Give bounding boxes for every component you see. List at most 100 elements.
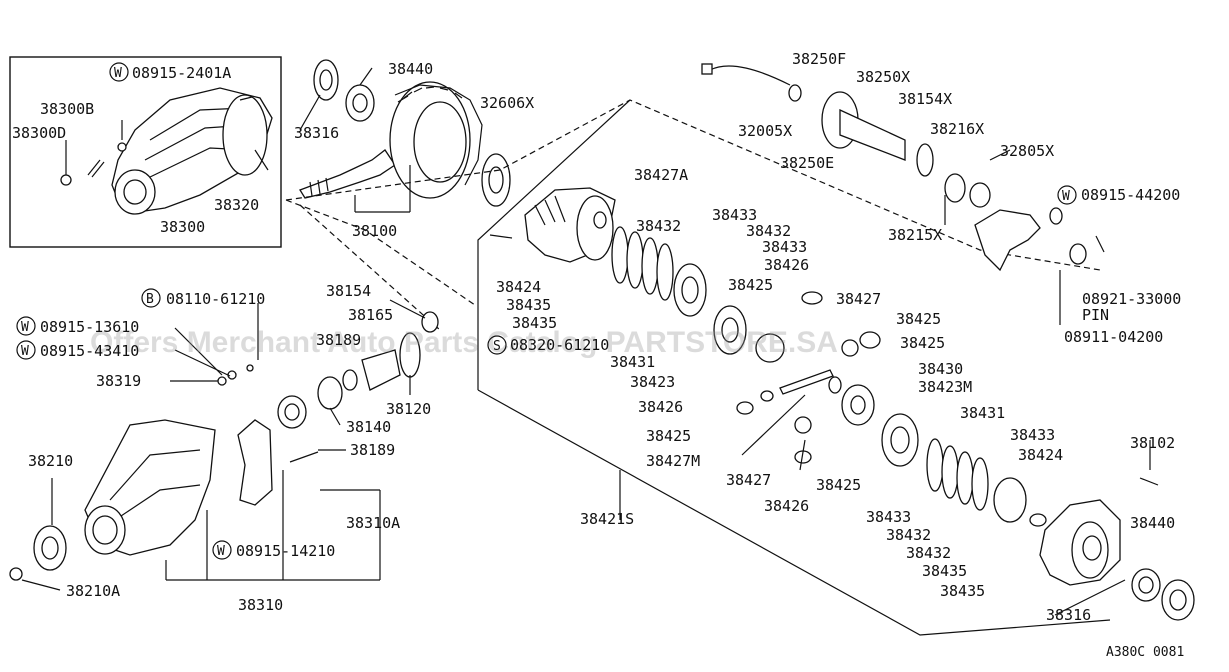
label-38430: 38430	[918, 360, 963, 378]
label-38310A: 38310A	[346, 514, 400, 532]
label-38433-c: 38433	[1010, 426, 1055, 444]
label-38435-c: 38435	[922, 562, 967, 580]
label-38433-a: 38433	[712, 206, 757, 224]
label-38300D: 38300D	[12, 124, 66, 142]
side-flange-drawing	[701, 63, 1105, 272]
label-32606X: 32606X	[480, 94, 534, 112]
label-38216X: 38216X	[930, 120, 984, 138]
label-38427-b: 38427	[726, 471, 771, 489]
left-parts-drawing	[9, 311, 439, 581]
label-38432-d: 38432	[906, 544, 951, 562]
label-38440: 38440	[388, 60, 433, 78]
svg-text:W: W	[21, 320, 29, 335]
label-38433-b: 38433	[762, 238, 807, 256]
label-08915-14210: 08915-14210	[236, 542, 335, 560]
diagram-code: A380C 0081	[1106, 645, 1184, 660]
label-38425-a: 38425	[728, 276, 773, 294]
diff-case-drawing	[489, 187, 616, 263]
label-38102: 38102	[1130, 434, 1175, 452]
label-38165: 38165	[348, 306, 393, 324]
label-38421S: 38421S	[580, 510, 634, 528]
label-38154: 38154	[326, 282, 371, 300]
label-08915-13610: 08915-13610	[40, 318, 139, 336]
svg-text:W: W	[217, 544, 225, 559]
cover-drawing	[1039, 477, 1195, 621]
label-08921-33000: 08921-33000	[1082, 290, 1181, 308]
svg-text:W: W	[1062, 189, 1070, 204]
label-38435-d: 38435	[940, 582, 985, 600]
label-38424-b: 38424	[1018, 446, 1063, 464]
label-38300: 38300	[160, 218, 205, 236]
label-38426-b: 38426	[638, 398, 683, 416]
label-38215X: 38215X	[888, 226, 942, 244]
label-38425-d: 38425	[646, 427, 691, 445]
label-38310: 38310	[238, 596, 283, 614]
label-38435-b: 38435	[512, 314, 557, 332]
label-38425-e: 38425	[816, 476, 861, 494]
inset-frame	[9, 56, 282, 248]
label-38425-c: 38425	[900, 334, 945, 352]
left-labels: 38154 B 08110-61210 W 08915-13610 W 0891…	[16, 282, 431, 614]
label-08915-43410: 08915-43410	[40, 342, 139, 360]
side-gear-stack-left	[611, 226, 823, 363]
label-08915-2401A: 08915-2401A	[132, 64, 231, 82]
label-38316: 38316	[294, 124, 339, 142]
label-38120: 38120	[386, 400, 431, 418]
inset-carrier-drawing	[60, 87, 273, 215]
watermark-text: Offers Merchant Auto Parts Catalog PARTS…	[90, 326, 838, 359]
label-38427-a: 38427	[836, 290, 881, 308]
w-mark: W	[114, 66, 122, 81]
label-38432-b: 38432	[746, 222, 791, 240]
side-gear-stack-right	[881, 413, 1047, 527]
label-38425-b: 38425	[896, 310, 941, 328]
pinion-ring-gear-drawing	[299, 59, 511, 207]
label-38250E: 38250E	[780, 154, 834, 172]
label-38316-b: 38316	[1046, 606, 1091, 624]
label-08110-61210: 08110-61210	[166, 290, 265, 308]
label-08320-61210: 08320-61210	[510, 336, 609, 354]
center-labels: 38427A 38432 38433 38432 38433 38426 384…	[487, 166, 1005, 528]
label-38300B: 38300B	[40, 100, 94, 118]
group-outline-38421S	[477, 99, 631, 390]
svg-text:B: B	[146, 292, 154, 307]
svg-text:W: W	[21, 344, 29, 359]
label-38423M: 38423M	[918, 378, 972, 396]
topright-labels: 38250F 38250X 38154X 32005X 38216X 32805…	[738, 50, 1181, 346]
label-38432-a: 38432	[636, 217, 681, 235]
label-38210A: 38210A	[66, 582, 120, 600]
label-38320: 38320	[214, 196, 259, 214]
label-38427A: 38427A	[634, 166, 688, 184]
label-38432-c: 38432	[886, 526, 931, 544]
label-38433-d: 38433	[866, 508, 911, 526]
leader-lines	[21, 67, 1151, 616]
label-38140: 38140	[346, 418, 391, 436]
label-38440-b: 38440	[1130, 514, 1175, 532]
label-38250X: 38250X	[856, 68, 910, 86]
label-38423: 38423	[630, 373, 675, 391]
bottomright-labels: 38433 38102 38424 38433 38432 38440 3843…	[866, 426, 1175, 624]
pinion-shaft-drawing	[736, 331, 881, 464]
label-38431-b: 38431	[960, 404, 1005, 422]
label-38100: 38100	[352, 222, 397, 240]
label-38431-a: 38431	[610, 353, 655, 371]
label-38426-a: 38426	[764, 256, 809, 274]
label-38427M: 38427M	[646, 452, 700, 470]
svg-text:S: S	[493, 339, 501, 354]
label-38189: 38189	[350, 441, 395, 459]
label-38426-c: 38426	[764, 497, 809, 515]
label-32005X: 32005X	[738, 122, 792, 140]
label-38424: 38424	[496, 278, 541, 296]
label-08915-44200: 08915-44200	[1081, 186, 1180, 204]
label-38435-a: 38435	[506, 296, 551, 314]
label-38319: 38319	[96, 372, 141, 390]
label-38154X: 38154X	[898, 90, 952, 108]
assembly-boundary	[285, 199, 476, 306]
label-pin: PIN	[1082, 306, 1109, 324]
inset-labels: W 08915-2401A 38440 38300B 38300D 38316 …	[12, 60, 534, 240]
label-38250F: 38250F	[792, 50, 846, 68]
label-32805X: 32805X	[1000, 142, 1054, 160]
label-38189-upper: 38189	[316, 331, 361, 349]
label-38210: 38210	[28, 452, 73, 470]
label-08911-04200: 08911-04200	[1064, 328, 1163, 346]
